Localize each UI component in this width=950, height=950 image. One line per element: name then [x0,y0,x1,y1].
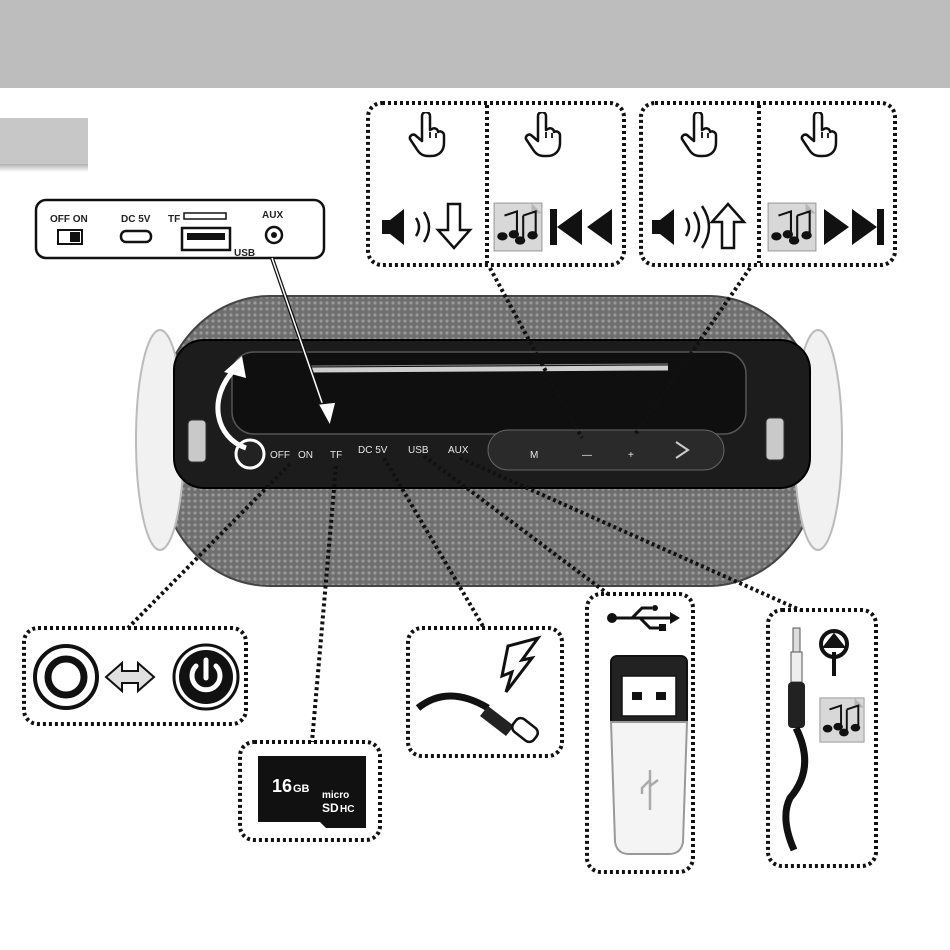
panel-plus-label: + [628,450,634,461]
side-aux-label: AUX [262,210,283,221]
speaker-body: M — + OFF ON TF DC 5V USB AUX [136,296,842,586]
side-dc-label: DC 5V [121,214,151,225]
power-icon [174,645,238,709]
volume-up-next-box [641,103,895,265]
panel-tf-label: TF [330,450,342,461]
micro-sd-box: 16 GB micro SD HC [240,742,380,840]
music-note-icon [494,203,542,251]
sd-brand-2: SD [322,801,339,815]
sd-brand-1: micro [322,790,349,801]
power-box [24,628,246,724]
panel-aux-label: AUX [448,445,469,456]
sd-unit: GB [293,783,310,795]
side-switch-label: OFF ON [50,214,88,225]
sd-brand-3: HC [340,804,354,815]
panel-mode-label: M [530,450,538,461]
panel-usb-label: USB [408,445,429,456]
panel-dc-label: DC 5V [358,445,388,456]
sd-capacity: 16 [272,776,292,796]
panel-off-label: OFF [270,450,290,461]
usb-box [587,594,693,872]
panel-on-label: ON [298,450,313,461]
aux-box [768,610,876,866]
panel-minus-label: — [582,450,592,461]
side-tf-label: TF [168,214,180,225]
music-note-icon [820,698,864,742]
usb-flash-drive-icon [611,656,687,854]
volume-down-previous-box [368,103,624,265]
music-note-icon [768,203,816,251]
charging-box [408,628,562,756]
side-usb-label: USB [234,248,255,259]
